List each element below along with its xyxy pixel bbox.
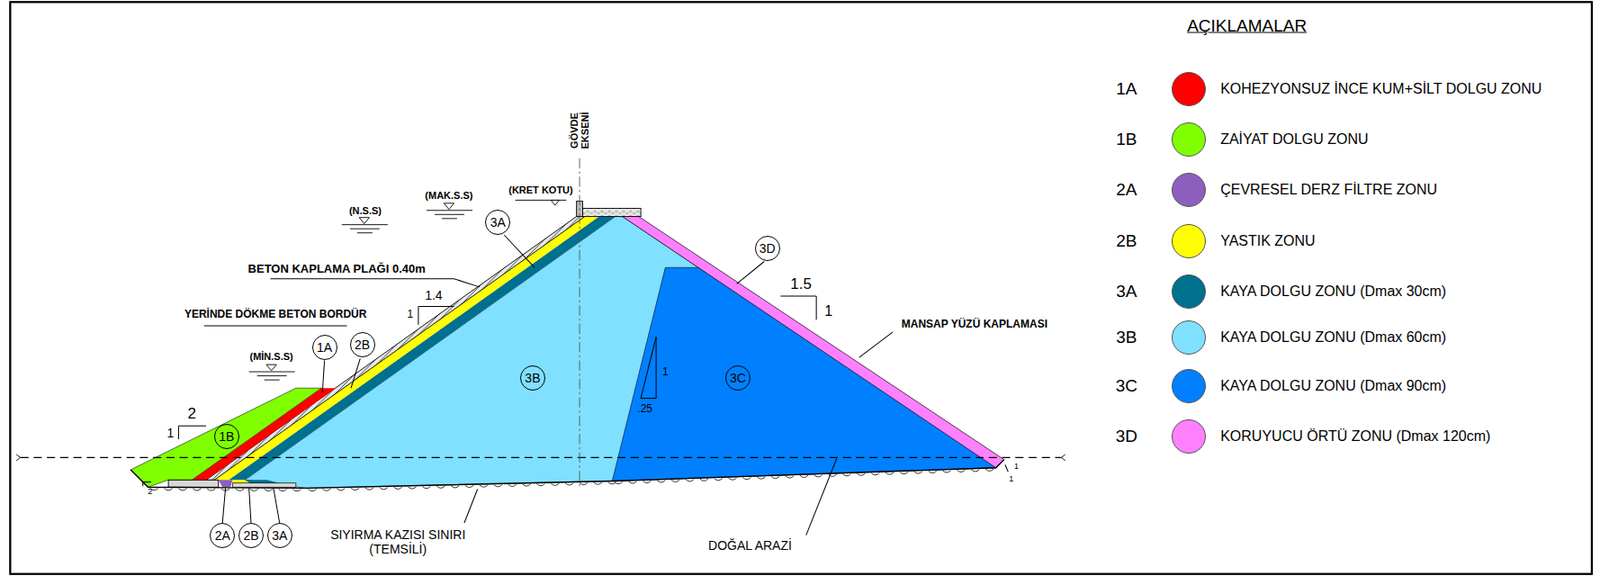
excavation-line (130, 459, 1005, 489)
legend-swatch (1171, 71, 1206, 107)
zone-2a (218, 479, 234, 487)
annotation: 1 (1008, 475, 1014, 485)
legend-code: 3A (1115, 282, 1137, 302)
legend-text: KAYA DOLGU ZONU (Dmax 60cm) (1220, 329, 1447, 346)
break-mark (16, 454, 1066, 461)
annotation: 1 (1014, 462, 1019, 472)
legend-text: ÇEVRESEL DERZ FİLTRE ZONU (1220, 181, 1438, 198)
callout-number: 2B (354, 338, 370, 351)
slope-marks (143, 296, 1009, 486)
legend-swatch (1171, 419, 1206, 454)
zone-3b (244, 216, 997, 489)
callout-circle: 3A (267, 522, 293, 549)
crest-road (578, 207, 641, 216)
callout-number: 1A (316, 341, 333, 354)
callout-number: 1B (218, 430, 234, 443)
callout-number: 3C (729, 371, 747, 385)
legend-code: 3D (1115, 427, 1138, 447)
annotation: 1.5 (790, 276, 812, 294)
legend-swatch (1171, 172, 1206, 207)
annotation: 2 (147, 487, 153, 497)
annotation: MANSAP YÜZÜ KAPLAMASI (901, 318, 1048, 331)
leader-lines (204, 234, 893, 536)
legend-code: 2A (1115, 179, 1137, 199)
legend-title: AÇIKLAMALAR (1186, 17, 1307, 36)
callout-number: 3A (271, 529, 288, 542)
concrete-face-slab (206, 216, 585, 481)
plinth (233, 483, 297, 488)
callout-circle: 2B (350, 332, 376, 358)
legend-text: KOHEZYONSUZ İNCE KUM+SİLT DOLGU ZONU (1220, 80, 1542, 98)
annotation: (N.S.S) (349, 205, 382, 216)
annotation: 2 (187, 405, 196, 423)
callout-circle: 3B (520, 365, 546, 391)
dam-axis (579, 158, 581, 489)
legend-text: YASTIK ZONU (1220, 233, 1316, 250)
annotation: YERİNDE DÖKME BETON BORDÜR (184, 309, 367, 322)
annotation: SIYIRMA KAZISI SINIRI (TEMSİLİ) (323, 528, 473, 557)
legend-code: 1A (1115, 79, 1137, 99)
annotation: 1 (824, 303, 833, 320)
zone-3d (622, 216, 1005, 468)
annotation: 1 (662, 366, 669, 378)
callout-circle: 3D (755, 235, 781, 261)
callout-number: 3A (490, 215, 506, 229)
legend-text: KAYA DOLGU ZONU (Dmax 90cm) (1220, 377, 1447, 395)
legend-code: 3C (1115, 376, 1138, 396)
legend-code: 1B (1115, 130, 1137, 150)
callout-circle: 1A (312, 334, 338, 360)
annotation: (KRET KOTU) (508, 184, 574, 196)
legend-swatch (1171, 122, 1206, 157)
annotation: GÖVDE EKSENİ (568, 107, 591, 153)
natural-ground (20, 457, 1062, 459)
frame (9, 1, 1592, 574)
legend-swatch (1171, 320, 1206, 355)
callout-number: 3D (759, 242, 776, 255)
annotation: 1 (406, 309, 414, 322)
annotation: BETON KAPLAMA PLAĞI 0.40m (248, 262, 426, 276)
callout-circle: 2B (238, 522, 264, 549)
legend-text: ZAİYAT DOLGU ZONU (1220, 131, 1368, 148)
legend-text: KAYA DOLGU ZONU (Dmax 30cm) (1220, 283, 1447, 300)
callout-number: 2B (242, 529, 259, 542)
annotation: (MİN.S.S) (249, 350, 293, 362)
callout-circle: 1B (214, 423, 240, 450)
legend-text: KORUYUCU ÖRTÜ ZONU (Dmax 120cm) (1220, 428, 1491, 445)
legend-swatch (1171, 224, 1206, 259)
legend-code: 2B (1115, 231, 1137, 251)
annotation: 1.4 (424, 288, 442, 303)
callout-circle: 2A (209, 522, 235, 549)
zone-2b (214, 216, 599, 481)
legend-swatch (1171, 274, 1206, 309)
callout-number: 3B (524, 371, 540, 385)
callout-number: 2A (215, 529, 231, 542)
annotation: .25 (637, 403, 653, 415)
zone-3a (228, 216, 616, 481)
annotation: (MAK.S.S) (424, 189, 473, 201)
plinth (168, 479, 219, 487)
zone-3c (611, 267, 996, 481)
zone-1a (191, 387, 336, 480)
callout-circle: 3C (725, 365, 751, 391)
annotation: 1 (166, 426, 174, 441)
callout-circle: 3A (485, 209, 511, 235)
excavation-ticks (150, 468, 995, 492)
zone-1b (130, 387, 322, 487)
legend-swatch (1171, 368, 1206, 404)
water-level-symbols (249, 199, 567, 380)
legend-code: 3B (1115, 328, 1137, 348)
annotation: DOĞAL ARAZİ (708, 539, 792, 553)
